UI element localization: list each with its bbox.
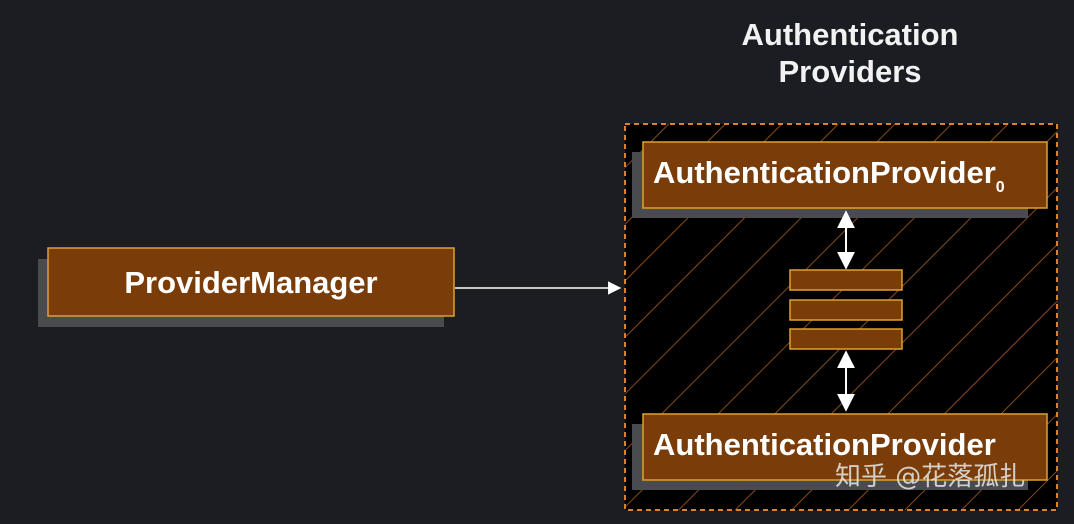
authentication-provider-n-node[interactable]: AuthenticationProvider: [632, 413, 1048, 490]
authentication-provider-0-node[interactable]: AuthenticationProvider0: [632, 141, 1048, 218]
authentication-provider-0-name: AuthenticationProvider: [653, 155, 996, 190]
group-title-line2: Providers: [778, 54, 921, 89]
authentication-provider-n-label: AuthenticationProvider: [653, 427, 996, 462]
group-title-line1: Authentication: [742, 17, 959, 52]
provider-manager-label: ProviderManager: [124, 265, 377, 300]
more-providers-stack: [789, 269, 903, 350]
authentication-provider-0-label: AuthenticationProvider0: [653, 155, 1005, 196]
provider-manager-node[interactable]: ProviderManager: [38, 247, 455, 327]
watermark-text: 知乎 @花落孤扎: [835, 462, 1025, 492]
authentication-provider-0-subscript: 0: [996, 179, 1005, 196]
